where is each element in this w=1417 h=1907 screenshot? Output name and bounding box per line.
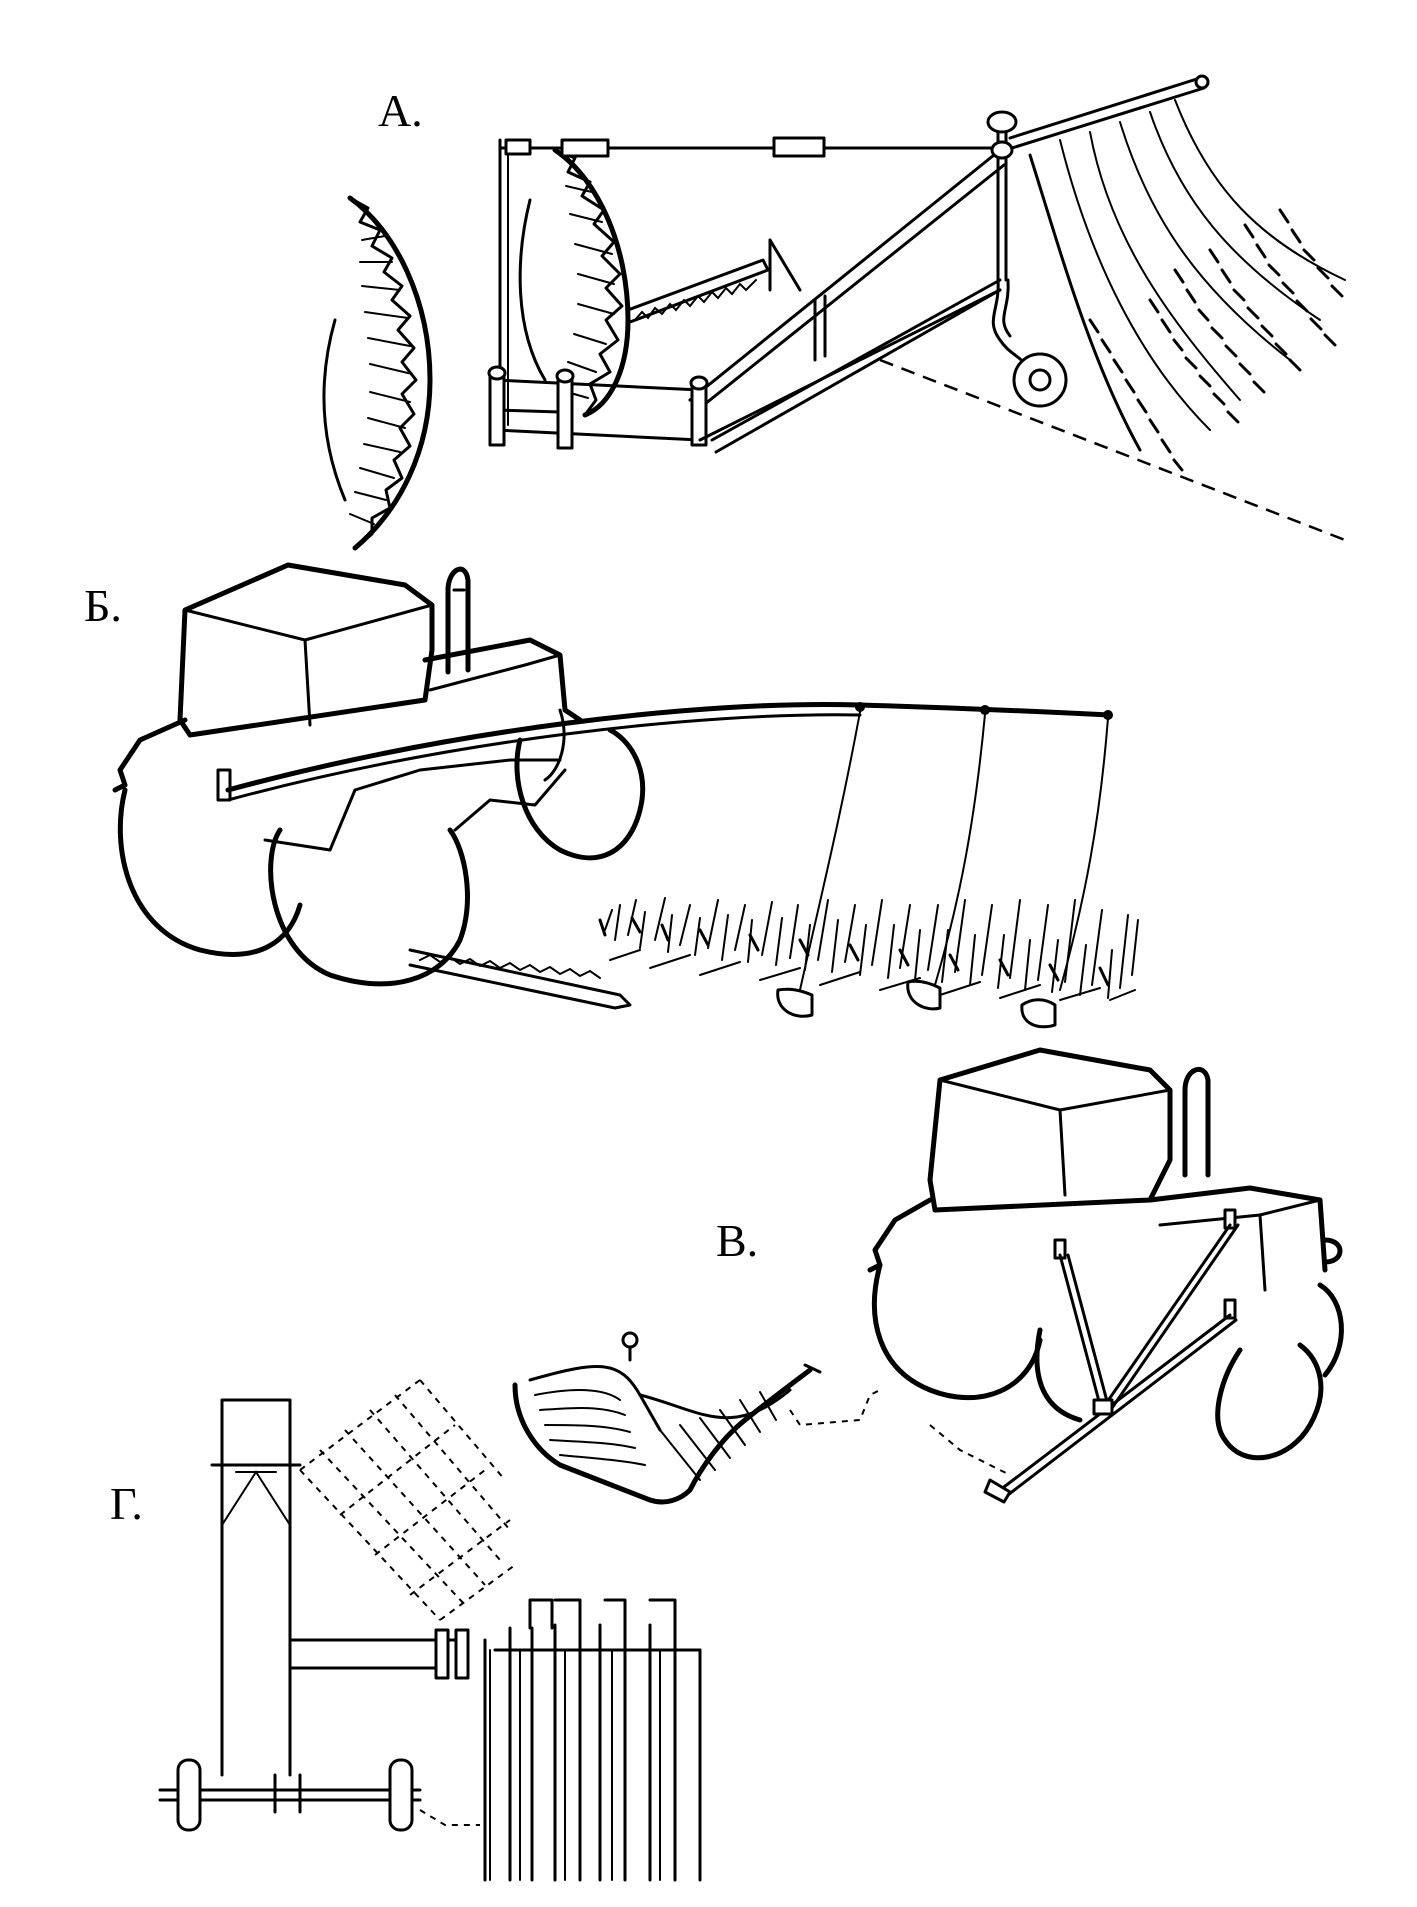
panel-label-v: В.: [716, 1215, 759, 1266]
panel-label-g: Г.: [110, 1478, 143, 1529]
panel-a-rear-tyre: [518, 147, 631, 418]
panel-a-chain-links: [1088, 208, 1344, 472]
panel-g-dashed-frame: [299, 1379, 516, 1621]
panel-label-b: Б.: [84, 580, 122, 631]
panel-b-grass: [598, 897, 1139, 1001]
panel-g-drawing: [158, 1379, 702, 1882]
panel-v-basket: [512, 1331, 822, 1505]
panel-b-drawing: [112, 562, 1139, 1029]
panel-label-a: А.: [378, 85, 423, 136]
panel-a-far-tyre: [322, 195, 433, 551]
panel-a-drawing: [322, 74, 1346, 551]
panel-v-drawing: [512, 1047, 1344, 1505]
